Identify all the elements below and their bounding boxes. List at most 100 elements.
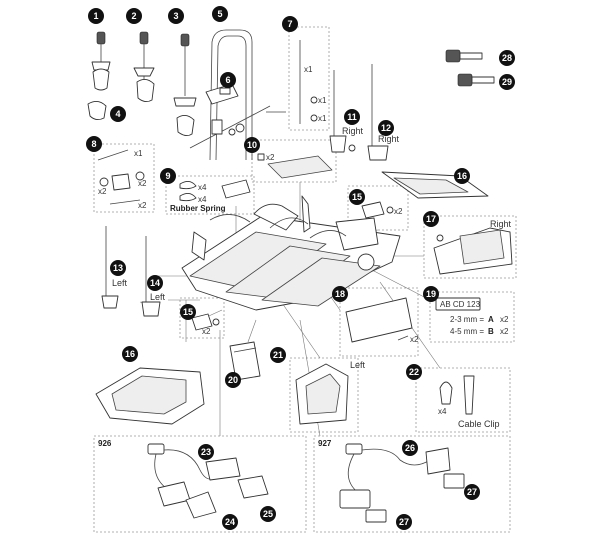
group-box-22 [415,367,511,433]
arm-part-2 [133,31,155,103]
qty-9-top: x4 [198,183,207,192]
qty-15-bottom: x2 [202,327,211,336]
leader-line [371,269,431,301]
badge-circle [464,484,480,500]
wheel-tray-part-16-top [381,171,489,199]
holder-right-part-12 [367,64,389,161]
badge-number: 21 [273,350,283,360]
knob-part-4 [87,101,107,121]
badge-number: 18 [335,289,345,299]
badge-3: 3 [168,8,184,24]
qty-8-bot: x2 [138,201,147,210]
label-size-a: A [488,315,494,324]
badge-2: 2 [126,8,142,24]
badge-circle [86,136,102,152]
badge-circle [220,72,236,88]
label-left-21: Left [350,360,366,370]
bike-carrier-assembly [181,195,401,311]
badge-number: 13 [113,263,123,273]
badge-17: 17 [423,211,439,227]
badge-circle [396,514,412,530]
label-size-b: B [488,327,494,336]
badge-circle [212,6,228,22]
label-size-large: 4-5 mm = [450,327,484,336]
qty-15-top: x2 [394,207,403,216]
leader-line [247,319,257,343]
badge-number: 23 [201,447,211,457]
badge-number: 27 [399,517,409,527]
strap-part-7 [299,40,318,124]
badge-27: 27 [396,514,412,530]
group-box-926 [93,435,307,533]
qty-8-top: x1 [134,149,143,158]
group-box-15-bottom [179,297,225,339]
badge-number: 6 [225,75,230,85]
badge-circle [344,109,360,125]
badge-circle [406,364,422,380]
panel-part-18 [345,297,413,343]
badge-24: 24 [222,514,238,530]
badge-6: 6 [220,72,236,88]
badge-circle [122,346,138,362]
lamp-kit-927 [339,443,465,523]
badge-number: 10 [247,140,257,150]
badge-16: 16 [454,168,470,184]
badge-circle [244,137,260,153]
badge-number: 19 [426,289,436,299]
badge-16: 16 [122,346,138,362]
label-cable-clip: Cable Clip [458,419,500,429]
group-box-17 [423,215,517,279]
badge-circle [270,347,286,363]
arm-part-1 [91,31,111,91]
badge-circle [423,286,439,302]
badge-circle [454,168,470,184]
badge-circle [499,74,515,90]
group-box-18 [339,287,419,357]
label-plate-text: AB CD 123 [440,300,481,309]
badge-circle [180,304,196,320]
label-rubber-spring: Rubber Spring [170,204,226,213]
badge-13: 13 [110,260,126,276]
qty-22: x4 [438,407,447,416]
badge-number: 26 [405,443,415,453]
badge-8: 8 [86,136,102,152]
badge-number: 27 [467,487,477,497]
plate-part-10 [257,153,333,179]
badge-27: 27 [464,484,480,500]
badge-4: 4 [110,106,126,122]
badge-circle [160,168,176,184]
group-box-21 [289,357,359,433]
label-right-11: Right [342,126,364,136]
badge-circle [499,50,515,66]
badge-circle [282,16,298,32]
group-box-9 [165,175,255,215]
frame-part-5 [189,29,286,161]
badge-number: 20 [228,375,238,385]
badge-22: 22 [406,364,422,380]
badge-number: 25 [263,509,273,519]
qty-7-bot: x1 [318,114,327,123]
lamp-right-part-17 [433,227,513,275]
badge-circle [198,444,214,460]
wheel-tray-part-16-bottom [95,367,205,425]
badge-number: 14 [150,278,160,288]
label-size-small: 2-3 mm = [450,315,484,324]
badge-number: 11 [347,112,357,122]
label-left-14: Left [150,292,166,302]
badge-circle [423,211,439,227]
qty-8-left: x2 [98,187,107,196]
badge-number: 9 [165,171,170,181]
badge-25: 25 [260,506,276,522]
leader-line [279,299,321,359]
cable-clip-part-22 [439,375,475,415]
badge-number: 24 [225,517,235,527]
qty-7-top: x1 [304,65,313,74]
badge-21: 21 [270,347,286,363]
group-box-8 [93,143,155,213]
badge-circle [168,8,184,24]
badge-number: 16 [125,349,135,359]
badge-circle [378,120,394,136]
badge-number: 16 [457,171,467,181]
badge-number: 15 [352,192,362,202]
